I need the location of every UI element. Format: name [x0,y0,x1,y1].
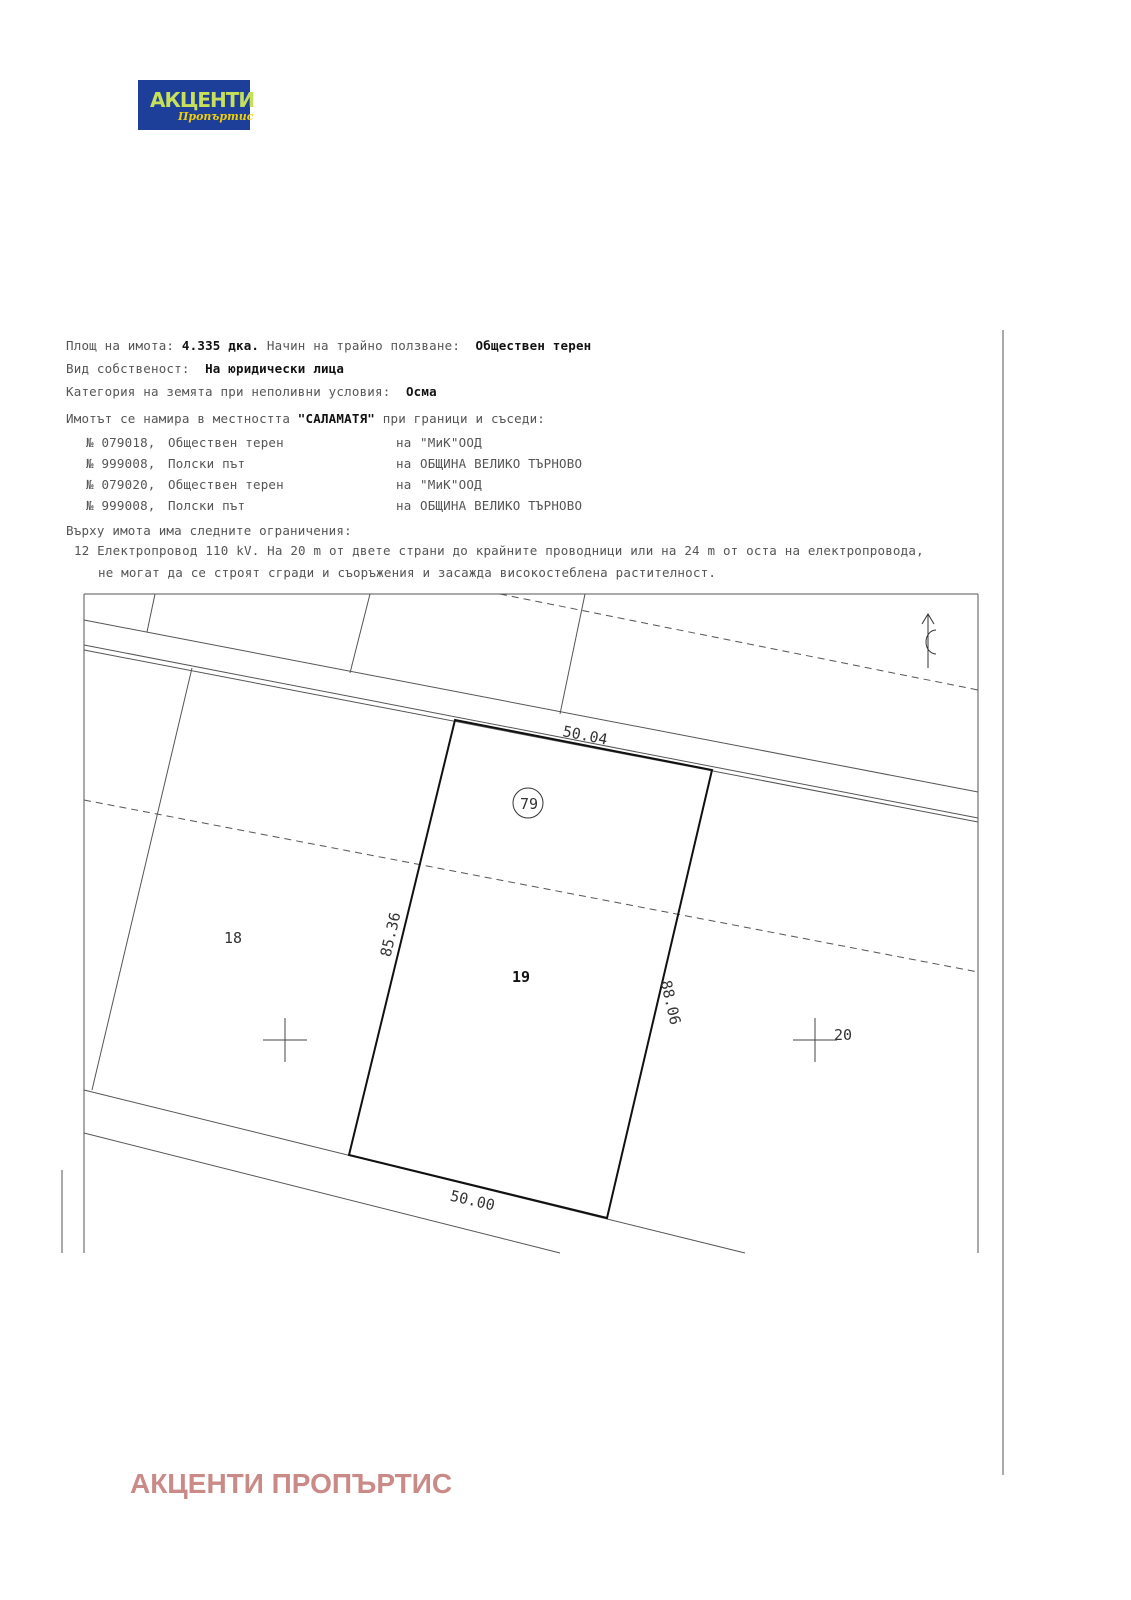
logo-text: АКЦЕНТИ [150,88,255,112]
crosshair-icon [263,1018,837,1062]
parcel-19-outline [347,718,714,1220]
neighbor-owner: ОБЩИНА ВЕЛИКО ТЪРНОВО [420,498,583,513]
side-right-label: 88.06 [657,978,685,1026]
watermark: АКЦЕНТИ ПРОПЪРТИС [130,1468,453,1499]
location-line: Имотът се намира в местността "САЛАМАТЯ"… [66,411,545,426]
road-edge [83,649,979,823]
circle-marker [512,787,544,819]
side-left-label: 85.36 [377,910,405,958]
category-line: Категория на земята при неполивни услови… [66,384,437,399]
parcel-number: 19 [512,968,530,986]
road-edge [83,1132,561,1254]
side-bottom-label: 50.00 [448,1187,496,1215]
neighbor-type: Полски път [168,498,246,513]
restrictions-title: Върху имота има следните ограничения: [66,523,352,538]
category-label: Категория на земята при неполивни услови… [66,384,391,399]
neighbor-na: на [396,435,412,450]
road-edge [83,619,979,793]
neighbor-na: на [396,477,412,492]
use-value: Обществен терен [475,338,592,353]
parcel-boundary [91,667,193,1091]
parcel-boundary [146,593,156,633]
neighbor-owner: "МиК"ООД [420,477,482,492]
neighbor-number: № 999008, [86,498,156,513]
circle-label: 79 [520,795,538,813]
neighbor-type: Полски път [168,456,246,471]
ownership-value: На юридически лица [205,361,345,376]
neighbor-owner: ОБЩИНА ВЕЛИКО ТЪРНОВО [420,456,583,471]
location-suffix: при граници и съседи: [382,411,546,426]
ownership-line: Вид собственост: На юридически лица [66,361,344,376]
restriction-line-1: 12 Електропровод 110 kV. На 20 m от двет… [74,543,924,558]
powerline-zone [499,593,979,691]
north-arrow-icon [921,613,937,668]
restriction-line-2: не могат да се строят сгради и съоръжени… [98,565,717,580]
neighbor-owner: "МиК"ООД [420,435,482,450]
area-label: Площ на имота: [66,338,175,353]
neighbor-number: № 999008, [86,456,156,471]
neighbor-type: Обществен терен [168,435,284,450]
parcel-boundary [559,593,586,715]
logo-subtext: Пропъртис [178,110,254,123]
right-parcel-number: 20 [834,1026,852,1044]
neighbor-number: № 079020, [86,477,156,492]
location-prefix: Имотът се намира в местността [66,411,291,426]
powerline-zone [83,799,979,973]
company-logo: АКЦЕНТИ Пропъртис [138,80,255,130]
area-line: Площ на имота: 4.335 дка. Начин на трайн… [66,338,591,353]
use-label: Начин на трайно ползване: [266,338,461,353]
category-value: Осма [405,384,437,399]
road-edge [83,644,979,819]
parcel-boundary [349,593,371,674]
ownership-label: Вид собственост: [66,361,190,376]
neighbor-type: Обществен терен [168,477,284,492]
area-value: 4.335 дка. [181,338,260,353]
location-name: "САЛАМАТЯ" [297,411,376,426]
neighbor-na: на [396,456,412,471]
neighbor-number: № 079018, [86,435,156,450]
neighbor-na: на [396,498,412,513]
left-parcel-number: 18 [224,929,242,947]
